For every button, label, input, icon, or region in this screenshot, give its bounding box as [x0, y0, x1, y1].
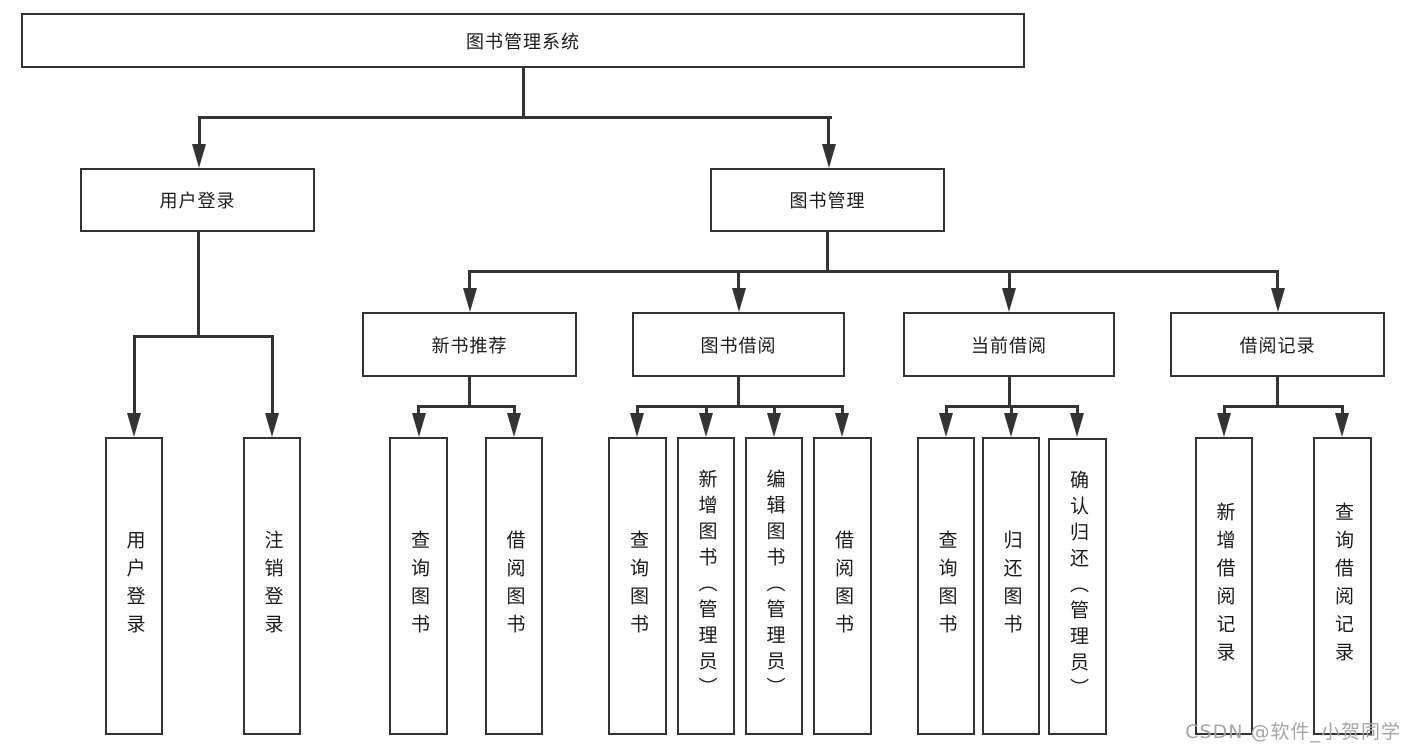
node-new-book-label: 新书推荐 — [431, 335, 508, 357]
arrowhead-leaf-bw-add — [699, 413, 713, 437]
node-leaf-logout-label: 注销登录 — [261, 530, 284, 642]
node-leaf-bw-add-label: 新增图书（管理员） — [695, 469, 718, 703]
node-root-label: 图书管理系统 — [466, 31, 580, 53]
node-book-borrow-label: 图书借阅 — [700, 335, 777, 357]
connector-newbook-stem — [468, 377, 471, 407]
node-current-borrow-label: 当前借阅 — [971, 335, 1047, 357]
node-book-mgmt: 图书管理 — [710, 168, 945, 232]
connector-to-leaf-logout — [270, 335, 274, 427]
node-borrow-record-label: 借阅记录 — [1239, 335, 1316, 357]
connector-to-borrow-record — [1276, 270, 1279, 300]
arrowhead-leaf-cur-query — [939, 413, 953, 437]
node-book-borrow: 图书借阅 — [632, 312, 845, 377]
connector-borrowrecord-bar — [1222, 404, 1344, 408]
node-new-book: 新书推荐 — [362, 312, 577, 377]
node-leaf-nb-borrow: 借阅图书 — [485, 437, 543, 735]
arrowhead-book-mgmt — [821, 144, 836, 168]
node-book-mgmt-label: 图书管理 — [789, 191, 866, 212]
node-leaf-bw-borrow-label: 借阅图书 — [832, 530, 854, 642]
connector-currentborrow-stem — [1007, 377, 1011, 407]
node-user-login: 用户登录 — [80, 168, 315, 232]
node-user-login-label: 用户登录 — [159, 191, 236, 212]
arrowhead-leaf-nb-borrow — [507, 413, 521, 437]
csdn-watermark: CSDN @软件_小贺同学 — [1185, 721, 1401, 743]
arrowhead-current-borrow — [1002, 288, 1016, 312]
arrowhead-leaf-logout — [265, 413, 279, 437]
connector-borrowrecord-stem — [1276, 377, 1279, 407]
node-leaf-rec-query: 查询借阅记录 — [1313, 437, 1372, 735]
node-leaf-nb-borrow-label: 借阅图书 — [503, 530, 526, 642]
connector-to-leaf-user-login — [132, 335, 136, 427]
node-leaf-bw-query-label: 查询图书 — [627, 530, 649, 642]
node-leaf-cur-return-label: 归还图书 — [1000, 530, 1023, 642]
arrowhead-book-borrow — [731, 288, 746, 312]
node-leaf-rec-query-label: 查询借阅记录 — [1332, 502, 1354, 670]
connector-bookmgmt-stem — [826, 232, 829, 272]
arrowhead-leaf-rec-add — [1217, 413, 1231, 437]
connector-to-user-login — [197, 116, 201, 156]
node-leaf-cur-confirm-label: 确认归还（管理员） — [1067, 469, 1089, 704]
node-leaf-rec-add-label: 新增借阅记录 — [1213, 502, 1236, 670]
node-leaf-nb-query-label: 查询图书 — [408, 530, 430, 642]
node-leaf-nb-query: 查询图书 — [389, 437, 448, 735]
connector-userlogin-stem — [196, 232, 200, 337]
node-leaf-logout: 注销登录 — [243, 437, 301, 735]
connector-to-new-book — [468, 270, 471, 300]
node-leaf-rec-add: 新增借阅记录 — [1195, 437, 1253, 735]
connector-root-stem — [521, 68, 525, 118]
node-root: 图书管理系统 — [21, 13, 1025, 68]
node-leaf-bw-query: 查询图书 — [608, 437, 667, 735]
arrowhead-user-login — [192, 144, 206, 168]
connector-bookmgmt-bar — [468, 269, 1279, 273]
arrowhead-borrow-record — [1270, 288, 1285, 312]
node-leaf-cur-return: 归还图书 — [982, 437, 1040, 735]
node-leaf-bw-add: 新增图书（管理员） — [677, 437, 735, 735]
node-leaf-bw-edit: 编辑图书（管理员） — [745, 437, 803, 735]
node-leaf-bw-edit-label: 编辑图书（管理员） — [763, 469, 786, 703]
connector-userlogin-bar — [132, 334, 274, 338]
arrowhead-new-book — [462, 288, 477, 312]
arrowhead-leaf-bw-borrow — [835, 413, 849, 437]
node-leaf-user-login: 用户登录 — [105, 437, 163, 735]
node-borrow-record: 借阅记录 — [1170, 312, 1385, 377]
arrowhead-leaf-bw-edit — [767, 413, 781, 437]
node-leaf-cur-confirm: 确认归还（管理员） — [1048, 438, 1107, 735]
connector-to-book-borrow — [737, 270, 740, 300]
node-current-borrow: 当前借阅 — [903, 312, 1115, 377]
node-leaf-user-login-label: 用户登录 — [123, 530, 146, 642]
connector-to-current-borrow — [1007, 270, 1011, 300]
arrowhead-leaf-rec-query — [1335, 413, 1349, 437]
node-leaf-bw-borrow: 借阅图书 — [813, 437, 872, 735]
connector-root-bar — [197, 115, 832, 119]
node-leaf-cur-query-label: 查询图书 — [935, 530, 958, 642]
node-leaf-cur-query: 查询图书 — [917, 437, 975, 735]
arrowhead-leaf-cur-return — [1004, 413, 1018, 437]
connector-to-book-mgmt — [827, 116, 830, 156]
arrowhead-leaf-cur-confirm — [1070, 413, 1084, 437]
connector-newbook-bar — [417, 404, 516, 408]
arrowhead-leaf-bw-query — [630, 413, 644, 437]
connector-bookborrow-bar — [635, 404, 844, 408]
arrowhead-leaf-nb-query — [411, 413, 426, 437]
arrowhead-leaf-user-login — [127, 413, 141, 437]
connector-bookborrow-stem — [737, 377, 740, 407]
